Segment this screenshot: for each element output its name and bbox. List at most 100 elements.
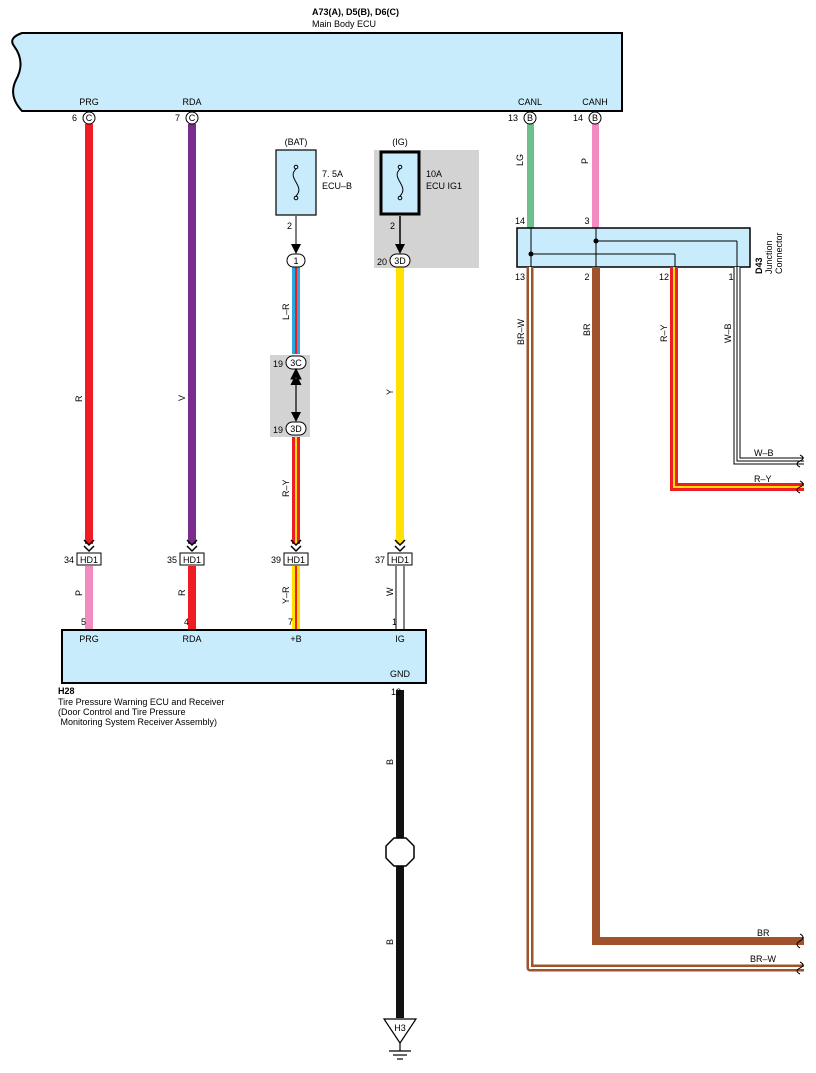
- wire-bat-yr: [292, 566, 300, 630]
- hd1-arrows: [83, 539, 406, 553]
- ecu-pin-canl: 13 B: [508, 111, 537, 125]
- fuse-ig-source: (IG): [392, 137, 408, 147]
- connector-3d-top: 20 3D: [377, 253, 411, 268]
- fuse-bat-symbol: [292, 164, 300, 201]
- wire-label-out-brw: BR–W: [750, 954, 777, 964]
- fuse-ig-rating: 10A: [426, 169, 442, 179]
- svg-text:3C: 3C: [290, 358, 302, 368]
- main-ecu-connectors: A73(A), D5(B), D6(C): [312, 7, 399, 17]
- wire-label-j13: BR–W: [516, 318, 526, 345]
- wire-label-j12: R–Y: [659, 324, 669, 342]
- junction-pin-12: 12: [659, 272, 669, 282]
- hd1-connector-bat: 39 HD1: [271, 552, 309, 566]
- ecu-pin-canh: 14 B: [573, 111, 602, 125]
- svg-text:B: B: [592, 113, 598, 123]
- tpms-term-prg: PRG: [79, 634, 99, 644]
- fuse-ig-pin: 2: [390, 221, 395, 231]
- junction-id: D43: [754, 257, 764, 274]
- tpms-ecu-box: [61, 629, 427, 684]
- svg-text:7: 7: [175, 113, 180, 123]
- wire-bat-lr: [292, 267, 300, 354]
- wire-rda-upper: [188, 124, 196, 544]
- junction-connector-box: [516, 227, 751, 268]
- wire-label-out-ry: R–Y: [754, 474, 772, 484]
- svg-text:19: 19: [273, 425, 283, 435]
- svg-text:14: 14: [573, 113, 583, 123]
- wire-j-ry: [670, 267, 804, 491]
- wire-gnd-lower: [396, 864, 404, 1018]
- wire-label-canl: LG: [515, 154, 525, 166]
- junction-node-b: [528, 251, 534, 257]
- connector-3c: 19 3C: [273, 355, 307, 370]
- ecu-term-rda: RDA: [182, 97, 201, 107]
- wire-bat-ry: [292, 437, 300, 544]
- tpms-pin-ig: 1: [392, 617, 397, 627]
- fuse-bat-pin: 2: [287, 221, 292, 231]
- svg-text:HD1: HD1: [80, 555, 98, 565]
- wire-j-br: [592, 267, 804, 945]
- svg-text:HD1: HD1: [287, 555, 305, 565]
- svg-text:HD1: HD1: [391, 555, 409, 565]
- svg-text:3D: 3D: [394, 256, 406, 266]
- arrow-ig-3d: [395, 244, 405, 254]
- junction-pin-14: 14: [515, 216, 525, 226]
- hd1-connector-ig: 37 HD1: [375, 552, 413, 566]
- fuse-bat-source: (BAT): [285, 137, 308, 147]
- arrow-bat-1: [291, 244, 301, 254]
- tpms-term-gnd: GND: [390, 669, 411, 679]
- wire-label-out-wb: W–B: [754, 448, 774, 458]
- connector-1: 1: [286, 253, 306, 268]
- junction-pin-3: 3: [584, 216, 589, 226]
- tpms-term-ig: IG: [395, 634, 405, 644]
- tpms-ecu-line2: (Door Control and Tire Pressure: [58, 707, 186, 717]
- svg-text:34: 34: [64, 555, 74, 565]
- fuse-ig-box: [379, 150, 421, 216]
- wire-label-gnd-upper: B: [385, 759, 395, 765]
- wire-label-rda-lower: R: [177, 589, 187, 596]
- junction-pin-2: 2: [584, 272, 589, 282]
- fuse-bat-name: ECU–B: [322, 181, 352, 191]
- wire-label-ig-lower: W: [385, 587, 395, 596]
- wire-label-j1: W–B: [723, 323, 733, 343]
- main-ecu-name: Main Body ECU: [312, 19, 376, 29]
- svg-text:3D: 3D: [290, 424, 302, 434]
- wire-j-brw: [526, 267, 804, 972]
- wire-ig-white: [395, 566, 405, 630]
- ecu-term-canl: CANL: [518, 97, 542, 107]
- tpms-pin-prg: 5: [81, 617, 86, 627]
- wire-break-marks: [796, 454, 804, 975]
- svg-text:6: 6: [72, 113, 77, 123]
- wire-canh: [592, 124, 599, 228]
- junction-pin-1: 1: [728, 272, 733, 282]
- wire-label-rda-upper: V: [177, 395, 187, 401]
- ecu-pin-rda: 7 C: [175, 111, 199, 125]
- tpms-ecu-id: H28: [58, 686, 75, 696]
- junction-internal-lines: [530, 228, 738, 267]
- arrow-3c-up: [290, 367, 302, 386]
- svg-text:1: 1: [293, 256, 298, 266]
- wire-label-gnd-lower: B: [385, 939, 395, 945]
- wire-gnd-upper: [396, 690, 404, 838]
- tpms-pin-rda: 4: [184, 617, 189, 627]
- hd1-connector-prg: 34 HD1: [64, 552, 102, 566]
- wire-j-wb: [733, 267, 804, 465]
- svg-text:C: C: [86, 113, 93, 123]
- wire-label-bat-lower: Y–R: [281, 586, 291, 604]
- wire-label-canh: P: [580, 158, 590, 164]
- junction-node-a: [593, 238, 599, 244]
- ecu-term-canh: CANH: [582, 97, 608, 107]
- tpms-pin-gnd: 12: [391, 687, 401, 697]
- tpms-pin-b: 7: [288, 617, 293, 627]
- wire-canl: [527, 124, 534, 228]
- fuse-ig-name: ECU IG1: [426, 181, 462, 191]
- fuse-ig-symbol: [396, 164, 404, 201]
- junction-name-1: Junction: [764, 240, 774, 274]
- wire-label-bat-mid: R–Y: [281, 479, 291, 497]
- ground-icon: [389, 1043, 411, 1060]
- svg-text:35: 35: [167, 555, 177, 565]
- junction-pin-13: 13: [515, 272, 525, 282]
- hd1-connector-rda: 35 HD1: [167, 552, 205, 566]
- tpms-term-b: +B: [290, 634, 301, 644]
- wire-label-j2: BR: [582, 323, 592, 336]
